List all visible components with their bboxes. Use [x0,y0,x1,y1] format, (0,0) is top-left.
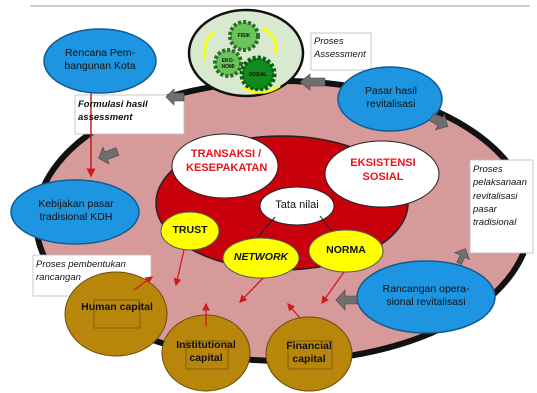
label-trust: TRUST [172,224,208,236]
arrow-norma-down [321,271,345,305]
label-rencana: Rencana Pem-bangunan Kota [64,47,136,73]
grey-arrow-to-kebijakan [98,146,120,165]
arrow-financial-up [287,303,301,319]
label-tata-nilai: Tata nilai [275,199,319,211]
note-pembentukan: Proses pembentukan rancangan [36,259,126,284]
label-eksistensi: EKSISTENSI SOSIAL [350,157,416,183]
note-proses-assessment: Proses Assessment [314,36,366,61]
grey-arrow-up-right [453,248,470,265]
gear-ekonomi-icon [213,48,243,78]
grey-arrow-rancangan-in [335,289,358,311]
label-financial-capital: Financial capital [286,340,332,366]
arrow-network-down [239,277,264,303]
grey-arrow-top-to-formulasi [165,88,185,106]
bubble-rencana [43,28,157,94]
arrow-human-up [133,276,154,291]
rotation-arc-right [261,26,278,55]
financial-capital-circle [265,316,353,392]
label-network: NETWORK [233,251,289,263]
human-capital-frame [93,299,141,329]
arrow-trust-down [173,249,185,287]
norma-ellipse [308,229,384,273]
label-rancangan: Rancangan opera-sional revitalisasi [382,283,470,309]
label-kebijakan: Kebijakan pasar tradisional KDH [38,198,114,224]
rotation-arc-left [203,30,215,61]
note-box-assessment [310,32,372,71]
bubble-kebijakan [10,179,140,245]
network-ellipse [222,237,300,279]
label-transaksi: TRANSAKSI / KESEPAKATAN [186,148,268,174]
label-institutional-capital: Institutional capital [176,339,236,365]
label-pasar: Pasar hasil revitalisasi [365,85,417,111]
trust-ellipse [160,211,220,251]
human-capital-circle [64,271,168,357]
eksistensi-ellipse [324,140,440,208]
financial-capital-frame [287,340,333,370]
institutional-capital-frame [185,340,229,370]
grey-arrow-pasar-to-top [299,73,326,91]
grey-arrow-to-pasar [428,113,449,131]
label-human-capital: Human capital [81,301,153,313]
bubble-pasar [337,66,443,132]
gear-label-ekonomi: EKO-NOMI [221,58,235,70]
transaksi-ellipse [171,133,279,199]
tata-nilai-ellipse [259,186,335,226]
gear-label-sosial: SOSIAL [248,72,268,78]
gear-fisik-icon [228,20,260,52]
rotation-arc-bottom [243,84,281,94]
note-pelaksanaan: Proses pelaksanaan revitalisasi pasar tr… [473,164,527,229]
gear-label-fisik: FISIK [237,33,251,39]
gear-sosial-icon [239,55,277,93]
note-box-pelaksanaan [469,159,534,254]
note-formulasi: Formulasi hasil assessment [78,99,148,124]
note-box-formulasi [74,94,185,135]
label-norma: NORMA [326,244,366,256]
